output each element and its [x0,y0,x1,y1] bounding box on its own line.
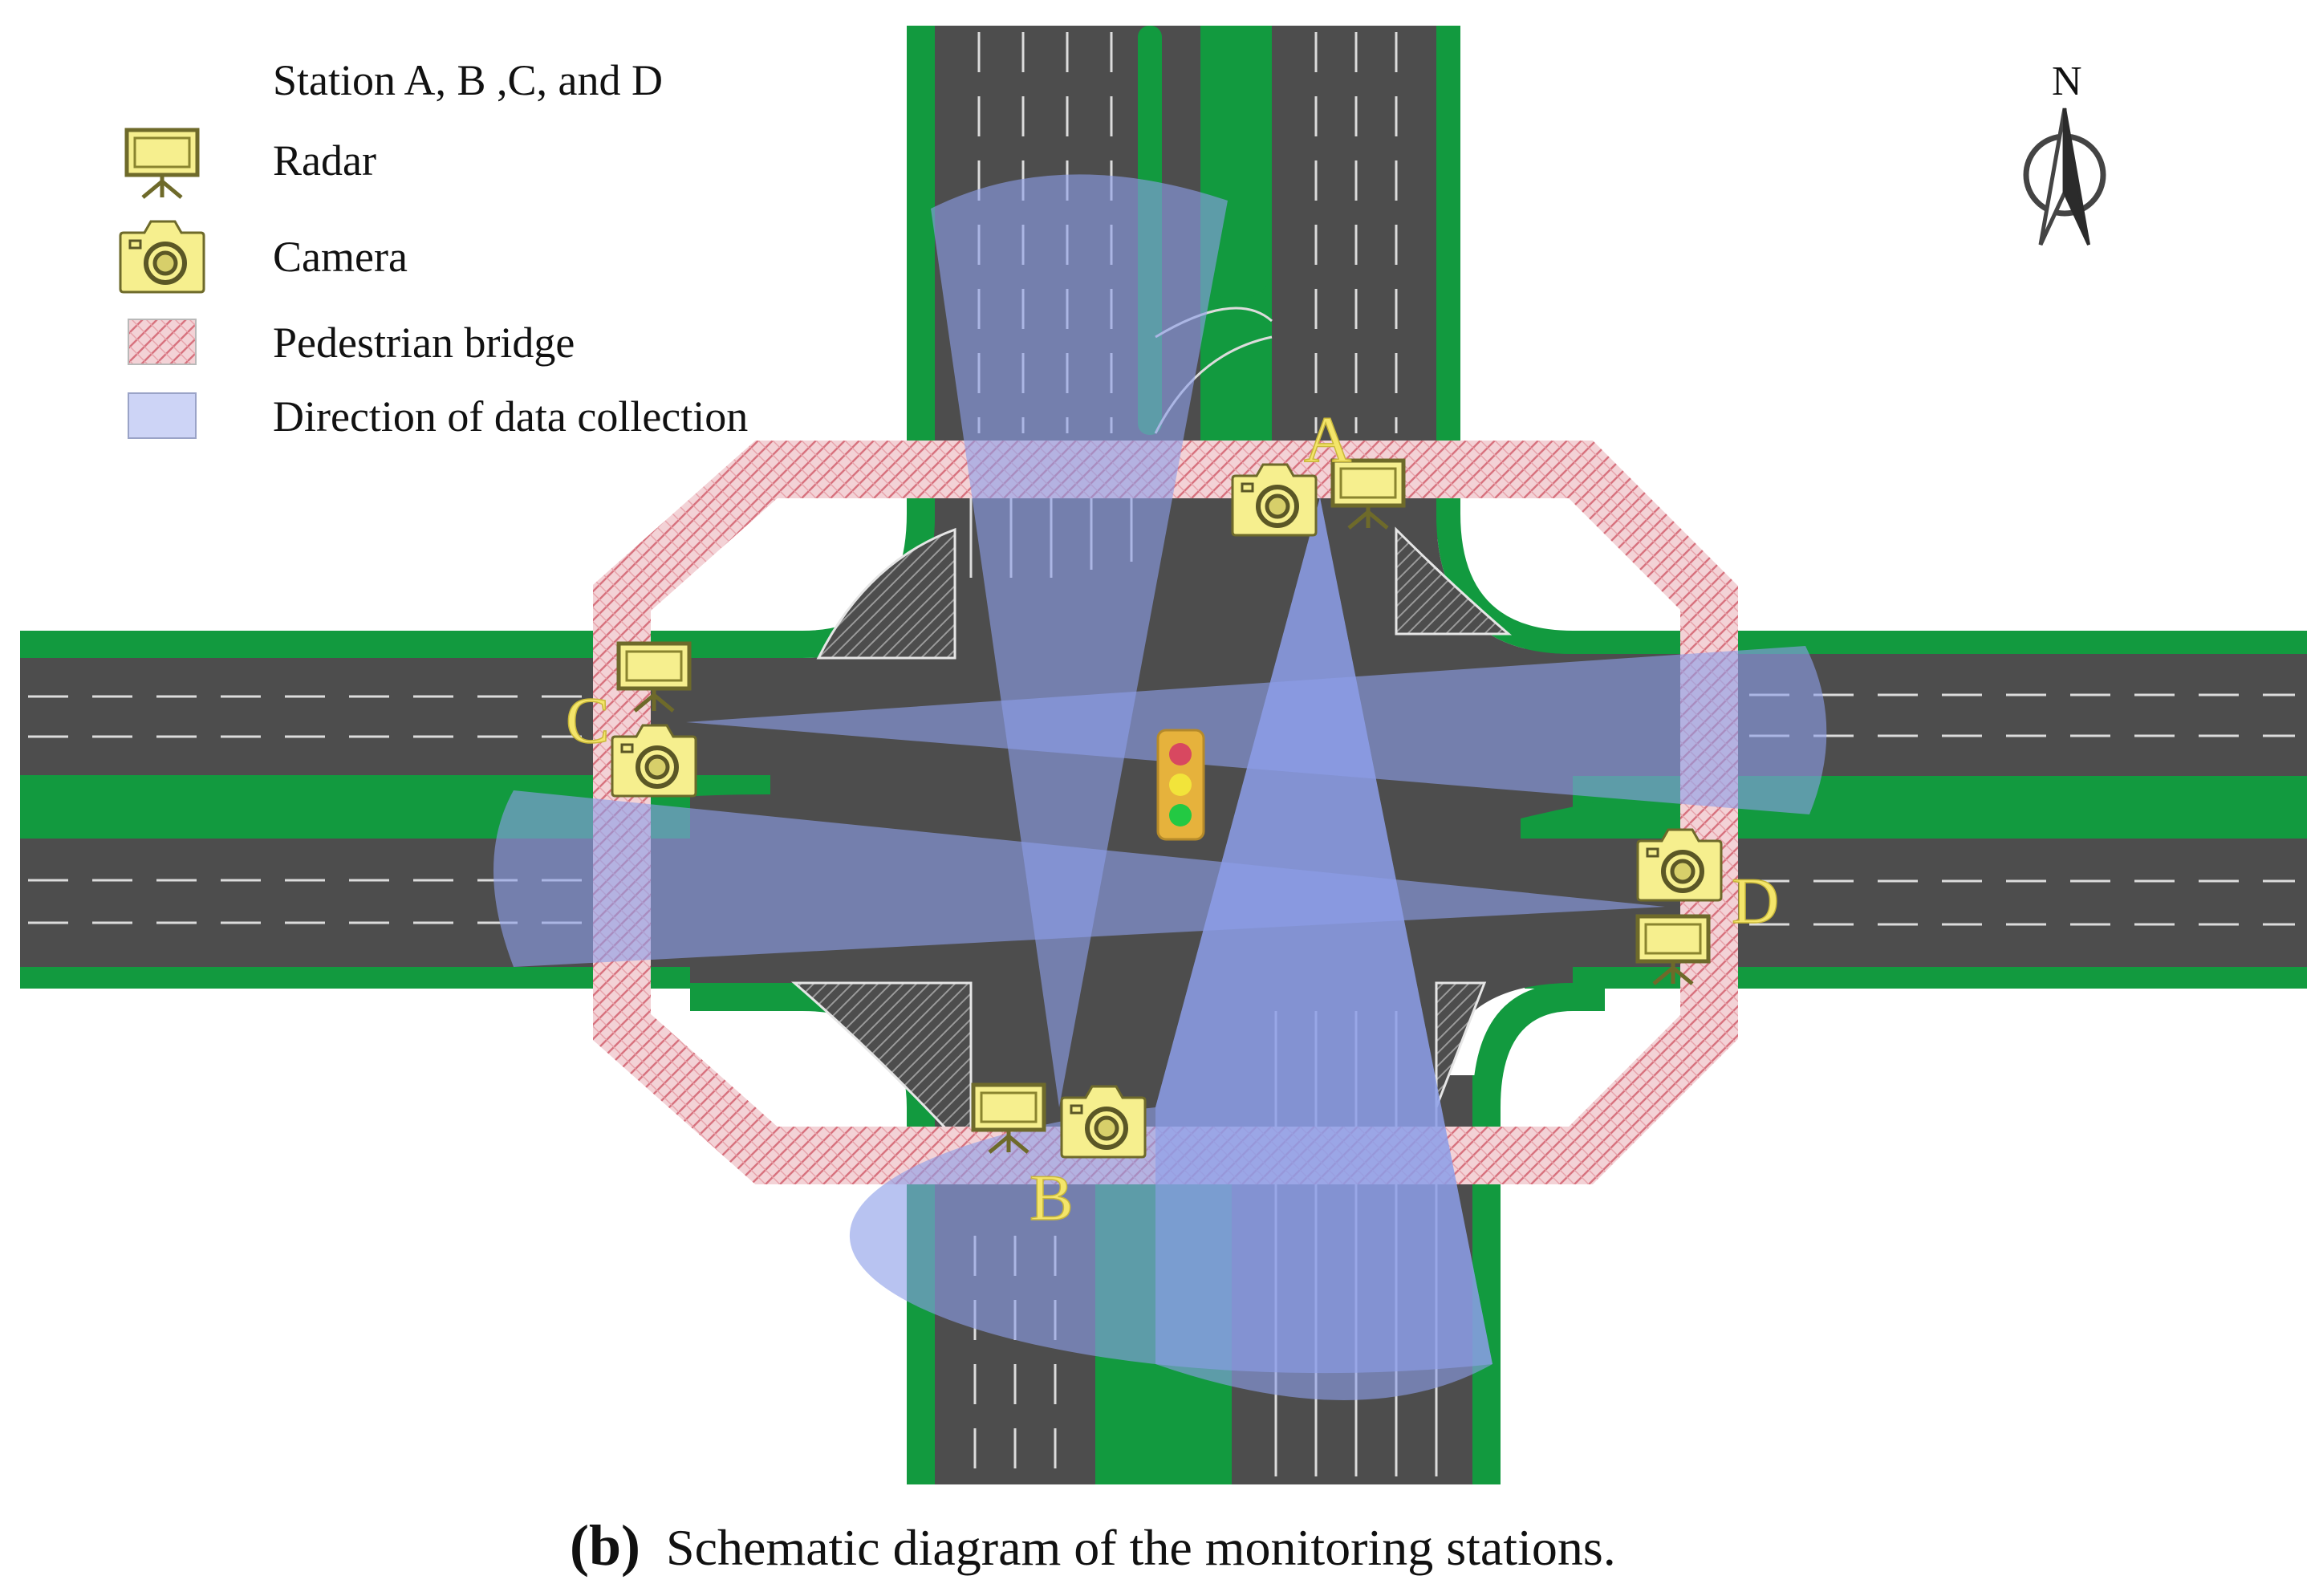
legend-title: Station A, B ,C, and D [273,56,663,104]
caption-text: Schematic diagram of the monitoring stat… [666,1519,1616,1576]
signal-yellow [1169,774,1192,796]
compass-needle-icon [2038,108,2067,246]
traffic-signal [1156,729,1205,841]
station-label-c: C [566,684,610,757]
data-collection-fans [493,174,1827,1400]
station-label-d: D [1732,864,1779,937]
caption-tag: (b) [570,1513,640,1578]
pedestrian-bridge-swatch [128,319,197,365]
station-c-camera-icon [612,725,696,796]
legend-label-radar: Radar [273,136,376,185]
west-median [20,775,770,839]
legend-label-bridge: Pedestrian bridge [273,319,575,367]
legend: Station A, B ,C, and D Radar Camera Pede… [120,56,748,441]
signal-green [1169,804,1192,826]
north-label: N [2052,59,2082,104]
se-corner-kerb [1472,983,1605,1172]
compass: N [2023,59,2106,246]
station-label-a: A [1304,403,1351,476]
camera-icon [120,221,204,292]
station-b-fan [931,174,1228,1107]
station-c-fan [686,646,1827,814]
legend-label-collection: Direction of data collection [273,392,748,441]
station-b-camera-icon [1062,1086,1145,1157]
collection-swatch [128,392,197,439]
caption: (b) Schematic diagram of the monitoring … [570,1513,1616,1578]
radar-icon [127,130,197,197]
ne-corner-kerb [1436,449,1605,654]
station-d-fan [493,790,1665,967]
signal-red [1169,743,1192,766]
station-label-b: B [1030,1161,1074,1234]
corner-islands [790,526,1513,1159]
station-d-camera-icon [1638,830,1721,900]
station-a-coverage [1155,497,1492,1400]
legend-label-camera: Camera [273,233,408,281]
